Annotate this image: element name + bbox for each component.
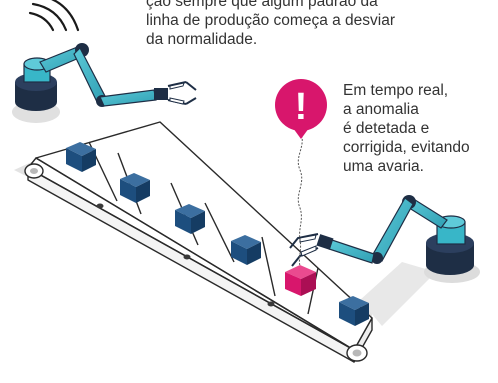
robot-arm-right [289,195,480,283]
caption-top: ção sempre que algum padrão da linha de … [146,0,396,48]
wifi-signal-icon [28,0,80,32]
conveyor-shadow-right [360,262,436,326]
alert-string [297,131,303,267]
conveyor-rollers [24,163,368,362]
box-4 [231,235,261,265]
caption-right: Em tempo real, a anomalia é detetada e c… [343,82,470,175]
box-3 [175,204,205,234]
exclamation-icon: ! [295,86,308,128]
box-2 [120,173,150,203]
box-anomaly [285,265,316,296]
alert-bubble: ! [275,79,327,139]
box-1 [66,142,96,172]
box-5 [339,296,369,326]
robot-arm-left [12,43,197,123]
